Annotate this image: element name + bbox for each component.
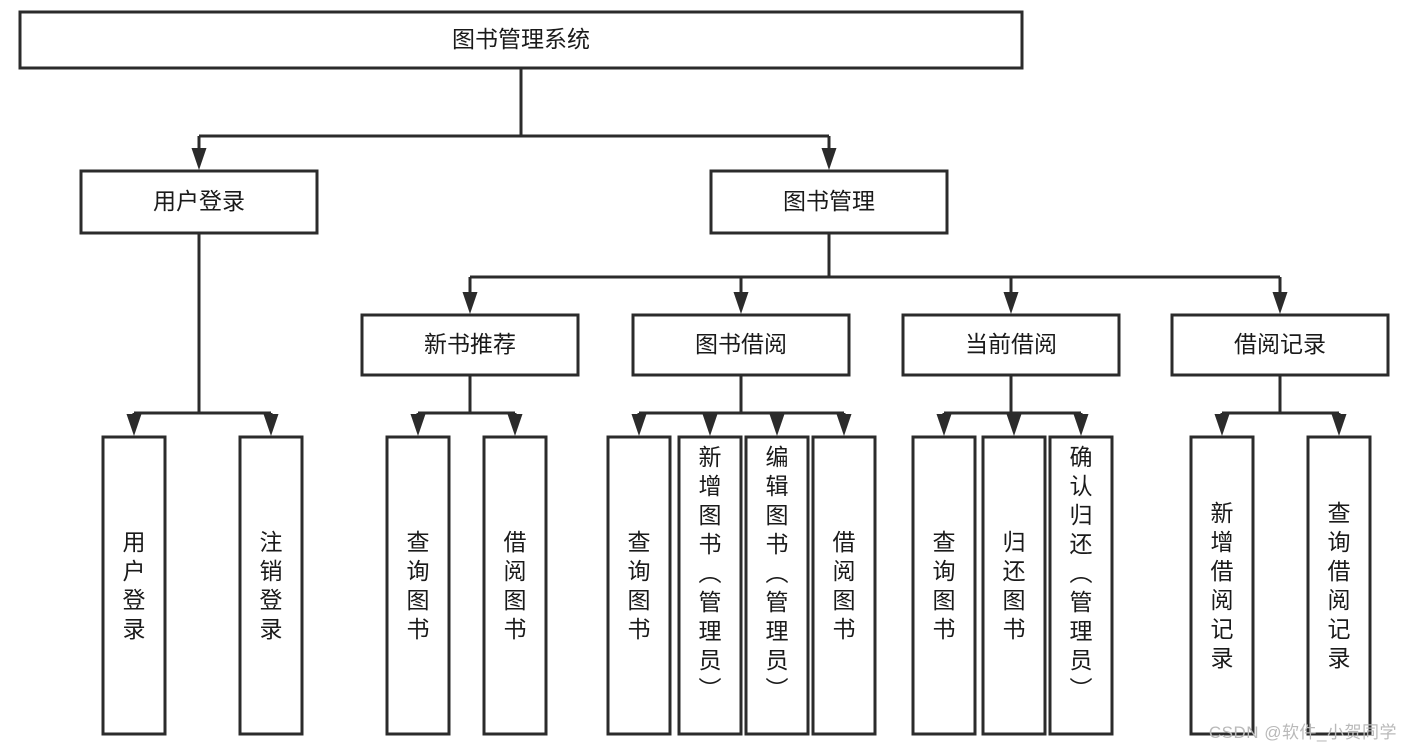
node-user-login[interactable]: 用户登录 (79, 169, 319, 235)
node-borrow-record[interactable]: 借阅记录 (1170, 313, 1390, 377)
node-leaf-query-book-1[interactable]: 查询图书 (385, 435, 451, 736)
node-book-mgmt[interactable]: 图书管理 (709, 169, 949, 235)
node-leaf-borrow-book-1[interactable]: 借阅图书 (482, 435, 548, 736)
node-box-current-borrow[interactable] (901, 313, 1121, 377)
node-label-leaf-confirm-return: 确认归还︵管理员︶ (1070, 444, 1093, 702)
node-box-leaf-add-book[interactable] (677, 435, 743, 736)
node-current-borrow[interactable]: 当前借阅 (901, 313, 1121, 377)
node-label-leaf-edit-book: 编辑图书︵管理员︶ (766, 444, 789, 702)
node-box-leaf-query-record[interactable] (1306, 435, 1372, 736)
node-box-leaf-borrow-book-2[interactable] (811, 435, 877, 736)
node-leaf-return-book[interactable]: 归还图书 (981, 435, 1047, 736)
node-book-borrow[interactable]: 图书借阅 (631, 313, 851, 377)
node-box-book-mgmt[interactable] (709, 169, 949, 235)
connector-group-book-mgmt (462, 233, 1288, 314)
node-box-user-login[interactable] (79, 169, 319, 235)
node-leaf-add-book[interactable]: 新增图书︵管理员︶ (677, 435, 743, 736)
connector-group-new-book-rec (410, 375, 523, 436)
connector-layer (126, 68, 1347, 436)
node-new-book-rec[interactable]: 新书推荐 (360, 313, 580, 377)
node-label-leaf-add-record: 新增借阅记录 (1211, 500, 1234, 671)
node-label-leaf-query-book-3: 查询图书 (933, 529, 956, 642)
node-label-root: 图书管理系统 (452, 26, 590, 52)
node-label-leaf-borrow-book-2: 借阅图书 (833, 529, 856, 642)
node-box-leaf-query-book-1[interactable] (385, 435, 451, 736)
node-label-book-mgmt: 图书管理 (783, 188, 875, 214)
node-box-leaf-return-book[interactable] (981, 435, 1047, 736)
node-box-leaf-add-record[interactable] (1189, 435, 1255, 736)
connector-group-user-login (126, 233, 279, 436)
node-label-book-borrow: 图书借阅 (695, 331, 787, 357)
node-box-leaf-query-book-3[interactable] (911, 435, 977, 736)
connector-group-borrow-record (1214, 375, 1347, 436)
node-label-current-borrow: 当前借阅 (965, 331, 1057, 357)
node-leaf-logout[interactable]: 注销登录 (238, 435, 304, 736)
node-box-book-borrow[interactable] (631, 313, 851, 377)
node-box-leaf-confirm-return[interactable] (1048, 435, 1114, 736)
node-box-leaf-edit-book[interactable] (744, 435, 810, 736)
node-label-leaf-return-book: 归还图书 (1003, 529, 1026, 642)
node-layer: 图书管理系统用户登录图书管理新书推荐图书借阅当前借阅借阅记录用户登录注销登录查询… (18, 10, 1390, 736)
node-leaf-query-book-3[interactable]: 查询图书 (911, 435, 977, 736)
node-label-leaf-logout: 注销登录 (260, 529, 283, 642)
node-box-leaf-query-book-2[interactable] (606, 435, 672, 736)
node-box-new-book-rec[interactable] (360, 313, 580, 377)
node-root[interactable]: 图书管理系统 (18, 10, 1024, 70)
node-label-new-book-rec: 新书推荐 (424, 331, 516, 357)
node-label-leaf-borrow-book-1: 借阅图书 (504, 529, 527, 642)
node-leaf-add-record[interactable]: 新增借阅记录 (1189, 435, 1255, 736)
node-box-leaf-borrow-book-1[interactable] (482, 435, 548, 736)
node-leaf-edit-book[interactable]: 编辑图书︵管理员︶ (744, 435, 810, 736)
node-leaf-query-book-2[interactable]: 查询图书 (606, 435, 672, 736)
connector-group-current-borrow (936, 375, 1089, 436)
node-box-root[interactable] (18, 10, 1024, 70)
node-label-user-login: 用户登录 (153, 188, 245, 214)
node-label-leaf-user-login: 用户登录 (123, 529, 146, 642)
connector-group-root (191, 68, 837, 170)
node-leaf-query-record[interactable]: 查询借阅记录 (1306, 435, 1372, 736)
node-leaf-confirm-return[interactable]: 确认归还︵管理员︶ (1048, 435, 1114, 736)
node-label-leaf-add-book: 新增图书︵管理员︶ (699, 444, 722, 702)
connector-group-book-borrow (631, 375, 852, 436)
node-leaf-user-login[interactable]: 用户登录 (101, 435, 167, 736)
node-label-leaf-query-record: 查询借阅记录 (1328, 500, 1351, 671)
node-label-leaf-query-book-1: 查询图书 (407, 529, 430, 642)
node-box-leaf-user-login[interactable] (101, 435, 167, 736)
node-leaf-borrow-book-2[interactable]: 借阅图书 (811, 435, 877, 736)
node-box-leaf-logout[interactable] (238, 435, 304, 736)
node-label-leaf-query-book-2: 查询图书 (628, 529, 651, 642)
node-label-borrow-record: 借阅记录 (1234, 331, 1326, 357)
node-box-borrow-record[interactable] (1170, 313, 1390, 377)
